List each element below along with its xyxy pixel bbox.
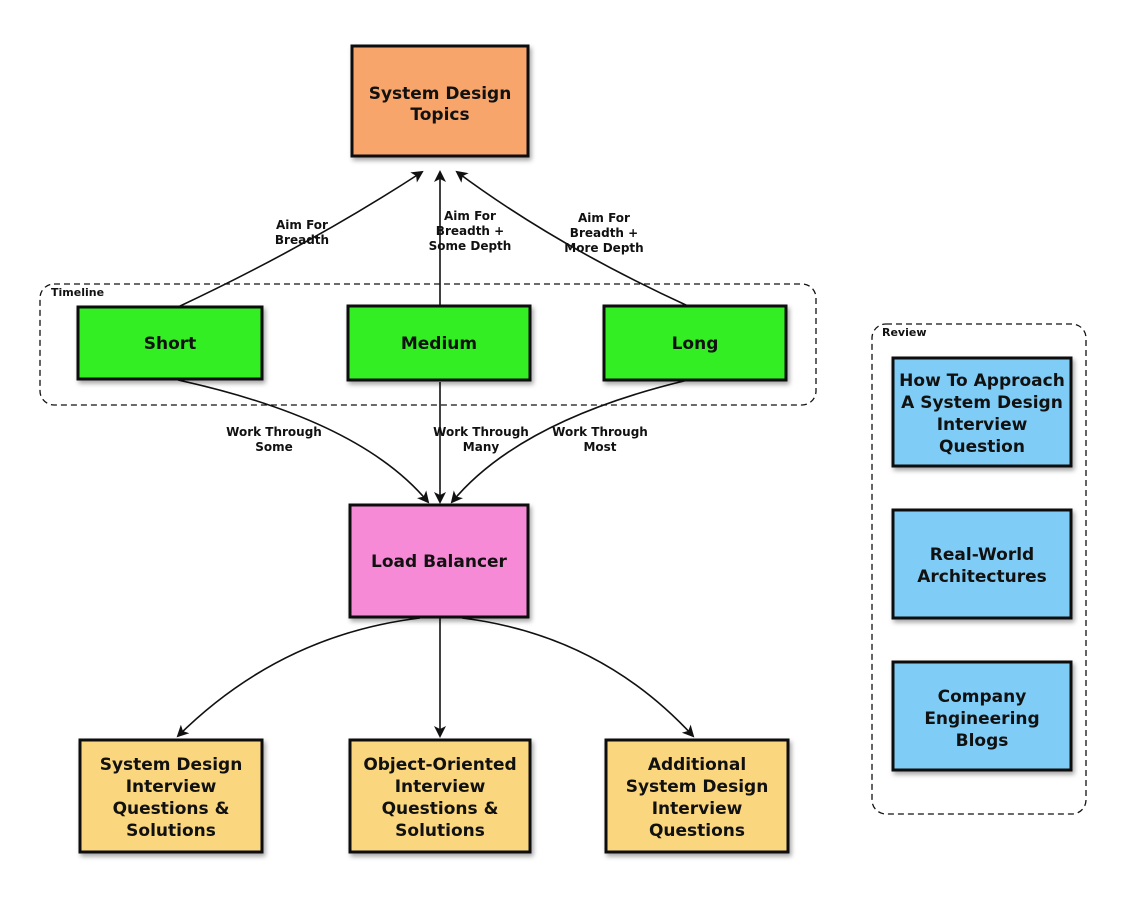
text-line: A System Design (901, 393, 1063, 413)
text-line: Some Depth (429, 239, 512, 253)
text-line: System Design (369, 84, 512, 104)
text-line: Load Balancer (371, 552, 508, 572)
text-line: Solutions (126, 821, 216, 841)
text-line: Questions & (382, 799, 499, 819)
text-line: Company (938, 687, 1027, 707)
node-load-balancer-label: Load Balancer (371, 552, 508, 572)
text-line: Interview (652, 799, 743, 819)
node-short[interactable]: Short (76, 305, 264, 381)
text-line: Many (463, 440, 500, 454)
edge-center-to-sd-questions (176, 617, 421, 738)
text-line: Questions & (113, 799, 230, 819)
node-long-label: Long (672, 334, 719, 354)
text-line: Long (672, 334, 719, 354)
text-line: Interview (395, 777, 486, 797)
text-line: Blogs (956, 731, 1009, 751)
text-line: Work Through (433, 425, 529, 439)
node-medium-label: Medium (401, 334, 477, 354)
text-line: Real-World (930, 545, 1034, 565)
text-line: Solutions (395, 821, 485, 841)
review-group-label: Review (882, 326, 927, 339)
edge-center-to-additional (461, 617, 695, 738)
timeline-group: Timeline (39, 283, 817, 406)
text-line: Interview (937, 415, 1028, 435)
text-line: System Design (626, 777, 769, 797)
timeline-group-label: Timeline (51, 286, 104, 299)
text-line: Work Through (226, 425, 322, 439)
node-medium[interactable]: Medium (346, 304, 532, 382)
text-line: System Design (100, 755, 243, 775)
edge-short-to-center (177, 379, 430, 504)
text-line: Breadth (275, 233, 329, 247)
text-line: Questions (649, 821, 745, 841)
text-line: Breadth + (570, 226, 638, 240)
node-short-label: Short (144, 334, 197, 354)
review-group: Review (871, 323, 1087, 815)
text-line: Additional (648, 755, 746, 775)
edges (176, 170, 695, 738)
node-long[interactable]: Long (602, 304, 788, 382)
text-line: Aim For (276, 218, 328, 232)
text-line: Short (144, 334, 197, 354)
text-line: Aim For (578, 211, 630, 225)
text-line: Breadth + (436, 224, 504, 238)
text-line: Aim For (444, 209, 496, 223)
edge-long-to-topics (455, 170, 689, 307)
text-line: How To Approach (899, 371, 1065, 391)
edge-short-to-topics (177, 170, 424, 308)
text-line: Object-Oriented (363, 755, 516, 775)
text-line: Medium (401, 334, 477, 354)
text-line: Some (255, 440, 293, 454)
text-line: Interview (126, 777, 217, 797)
text-line: Most (583, 440, 616, 454)
node-load-balancer[interactable]: Load Balancer (348, 503, 530, 619)
text-line: Engineering (924, 709, 1039, 729)
text-line: Question (939, 437, 1025, 457)
text-line: Architectures (917, 567, 1047, 587)
text-line: Work Through (552, 425, 648, 439)
edge-long-to-center (450, 379, 689, 504)
text-line: More Depth (564, 241, 643, 255)
text-line: Topics (410, 105, 469, 125)
